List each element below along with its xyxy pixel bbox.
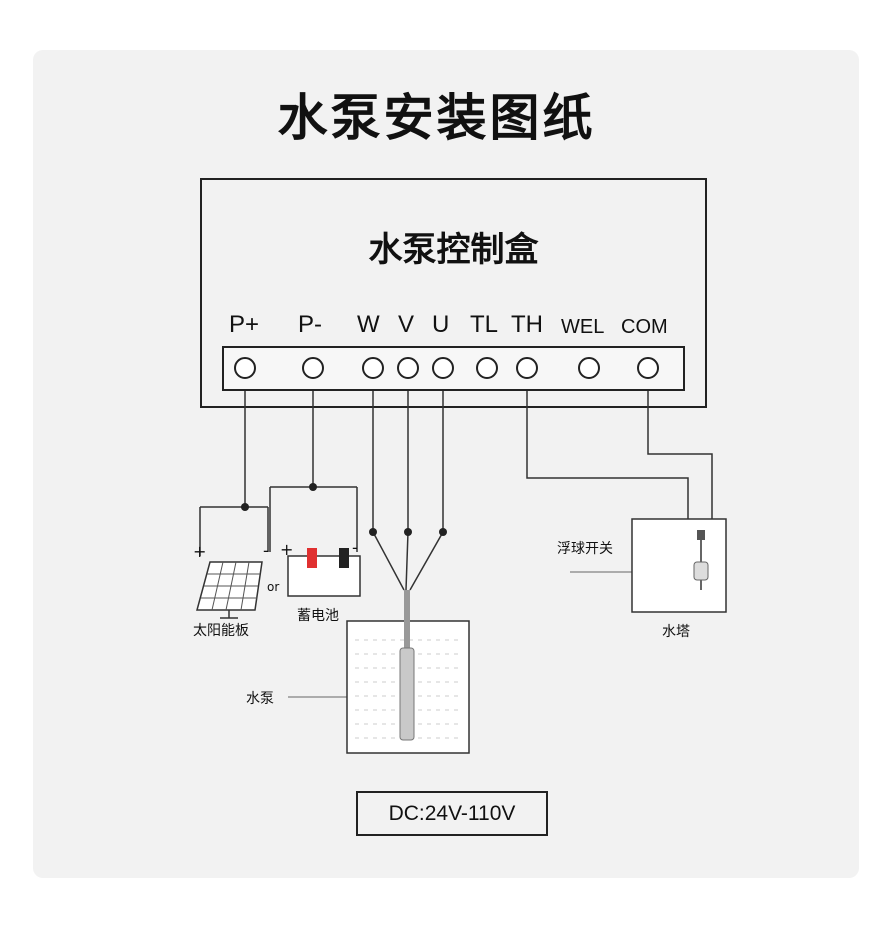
terminal-tl xyxy=(476,357,498,379)
pump-cable xyxy=(404,590,410,650)
float-switch-icon xyxy=(693,561,709,581)
water-tower-label: 水塔 xyxy=(662,624,690,640)
junction-dot xyxy=(241,503,249,511)
solar-minus-sign: - xyxy=(263,541,269,560)
battery-icon xyxy=(287,548,361,597)
terminal-label-p-plus: P+ xyxy=(229,311,260,338)
solar-panel-label: 太阳能板 xyxy=(193,623,249,639)
terminal-label-tl: TL xyxy=(470,311,499,338)
wire-p-plus xyxy=(199,391,269,556)
terminal-label-v: V xyxy=(398,311,415,338)
wire-v xyxy=(405,391,409,591)
wire-p-minus xyxy=(269,391,358,552)
terminal-wel xyxy=(578,357,600,379)
controller-title: 水泵控制盒 xyxy=(368,230,539,270)
junction-dot xyxy=(369,528,377,536)
page-title: 水泵安装图纸 xyxy=(277,89,596,147)
terminal-label-u: U xyxy=(432,311,450,338)
water-tower-icon xyxy=(631,518,727,613)
wire-u xyxy=(409,391,444,591)
terminal-u xyxy=(432,357,454,379)
battery-plus-sign: + xyxy=(280,540,294,559)
terminal-v xyxy=(397,357,419,379)
terminal-th xyxy=(516,357,538,379)
terminal-p-minus xyxy=(302,357,324,379)
junction-dot xyxy=(309,483,317,491)
solar-panel-icon xyxy=(196,561,263,619)
voltage-box: DC:24V-110V xyxy=(356,791,548,836)
battery-minus-sign: - xyxy=(352,538,358,557)
junction-dot xyxy=(404,528,412,536)
pump-body xyxy=(399,647,415,741)
junction-dot xyxy=(439,528,447,536)
terminal-strip xyxy=(222,346,685,391)
water-tank-icon xyxy=(346,590,470,754)
terminal-label-com: COM xyxy=(621,316,668,338)
terminal-label-w: W xyxy=(357,311,380,338)
pump-label: 水泵 xyxy=(246,691,274,707)
terminal-com xyxy=(637,357,659,379)
terminal-p-plus xyxy=(234,357,256,379)
battery-label: 蓄电池 xyxy=(297,608,339,624)
wire-w xyxy=(372,391,405,591)
wire-th xyxy=(526,391,689,530)
terminal-label-th: TH xyxy=(511,311,543,338)
terminal-w xyxy=(362,357,384,379)
terminal-label-wel: WEL xyxy=(561,316,605,338)
terminal-label-p-minus: P- xyxy=(298,311,322,338)
wire-com xyxy=(647,391,713,530)
or-label: or xyxy=(267,580,280,594)
solar-plus-sign: + xyxy=(193,542,207,561)
float-switch-label: 浮球开关 xyxy=(557,541,613,557)
